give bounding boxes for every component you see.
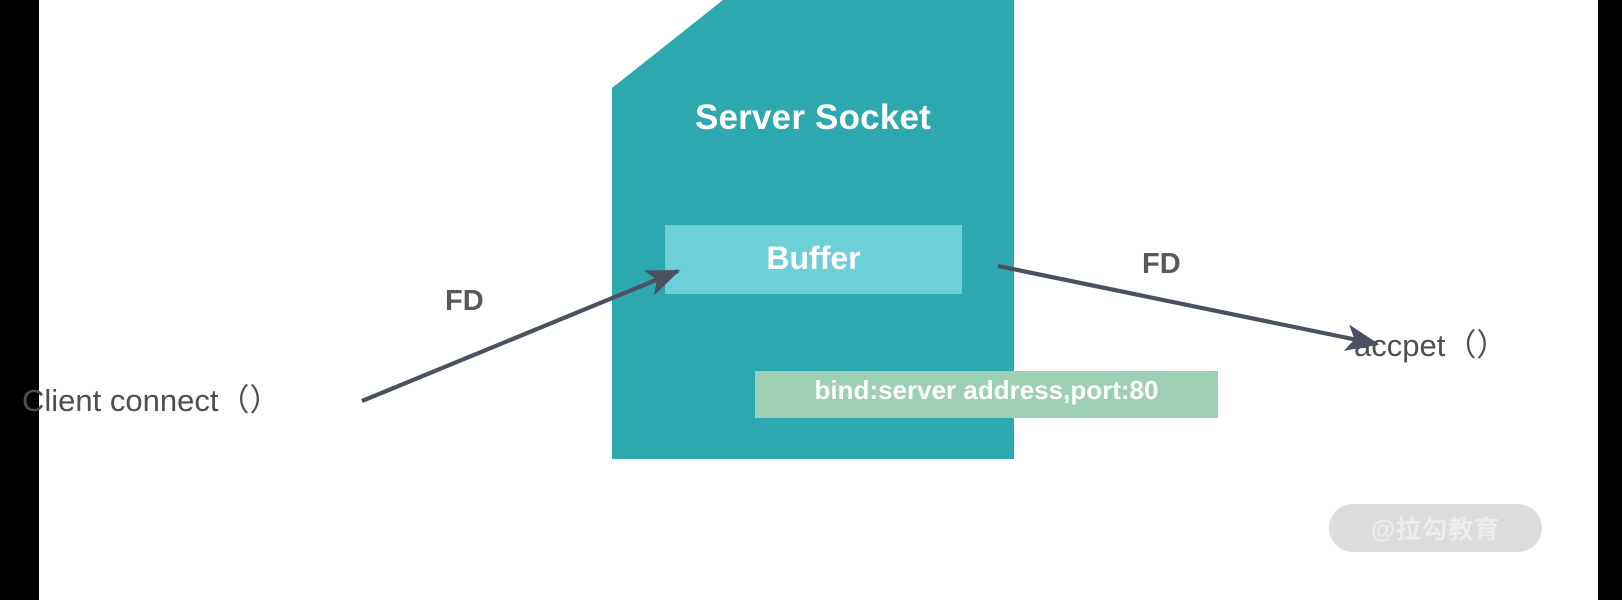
client-connect-label: Client connect（） xyxy=(22,383,281,418)
accept-label: accpet（） xyxy=(1354,328,1508,363)
letterbox-left xyxy=(0,0,39,600)
fd-label-right: FD xyxy=(1142,248,1181,280)
watermark-text: @拉勾教育 xyxy=(1370,516,1501,544)
arrow-client-to-buffer xyxy=(361,269,681,403)
server-socket-title: Server Socket xyxy=(694,98,932,137)
buffer-label: Buffer xyxy=(766,240,861,276)
letterbox-right xyxy=(1598,0,1622,600)
watermark-badge: @拉勾教育 xyxy=(1329,504,1542,552)
bind-box xyxy=(755,371,1218,418)
fd-label-left: FD xyxy=(445,285,484,317)
bind-label: bind:server address,port:80 xyxy=(814,375,1159,405)
arrow-buffer-to-accept xyxy=(997,263,1380,351)
buffer-box xyxy=(665,225,962,294)
